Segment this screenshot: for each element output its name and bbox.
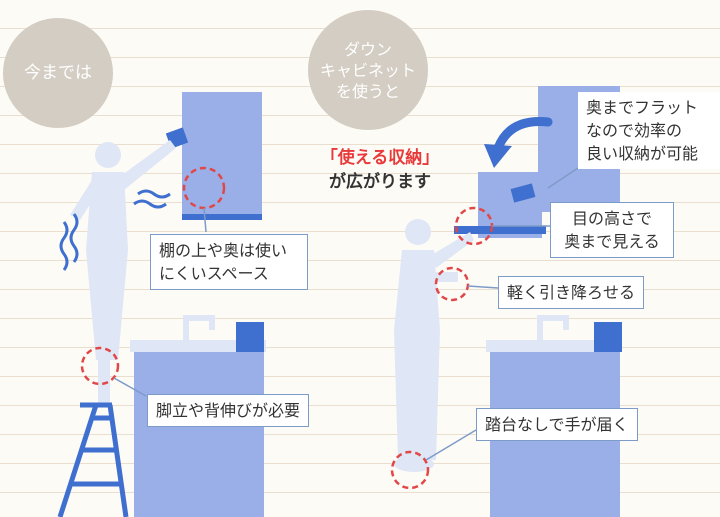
upper-cabinet-bottom-edge xyxy=(182,214,262,220)
wobble-marks xyxy=(59,189,171,271)
dashed-circle-feet xyxy=(390,450,430,490)
base-cabinet xyxy=(134,350,264,517)
badge-after: ダウン キャビネット を使うと xyxy=(308,10,428,130)
before-scene xyxy=(57,92,266,517)
dashed-circle-hand xyxy=(434,266,470,302)
curved-arrow xyxy=(493,117,553,153)
badge-before: 今までは xyxy=(3,18,113,128)
person-reaching xyxy=(70,140,176,404)
counter-top-right xyxy=(486,340,622,352)
callout-pull-down: 軽く引き降ろせる xyxy=(498,276,645,309)
upper-cabinet xyxy=(182,92,262,218)
callout-reach: 踏台なしで手が届く xyxy=(476,408,638,441)
stepladder xyxy=(57,402,129,517)
counter-side xyxy=(236,322,264,352)
dashed-circle-ladder xyxy=(80,346,120,386)
down-cabinet-handle xyxy=(510,183,536,203)
callout-eye-level: 目の高さで 奥まで見える xyxy=(550,202,674,258)
faucet-right xyxy=(537,315,569,340)
down-cabinet-tray xyxy=(454,226,546,234)
headline: 「使える収納」 が広がります xyxy=(300,146,460,194)
callout-stepladder: 脚立や背伸びが必要 xyxy=(147,394,310,427)
callout-flat: 奥までフラット なので効率の 良い収納が可能 xyxy=(578,92,720,169)
headline-highlight: 「使える収納」 xyxy=(320,148,440,168)
faucet xyxy=(183,315,215,340)
curved-arrow-head xyxy=(484,144,512,168)
counter-side-right xyxy=(594,322,622,352)
callout-shelf: 棚の上や奥は使い にくいスペース xyxy=(150,234,308,290)
headline-rest: が広がります xyxy=(329,172,431,192)
person-standing xyxy=(394,219,474,472)
counter-top xyxy=(130,340,266,352)
